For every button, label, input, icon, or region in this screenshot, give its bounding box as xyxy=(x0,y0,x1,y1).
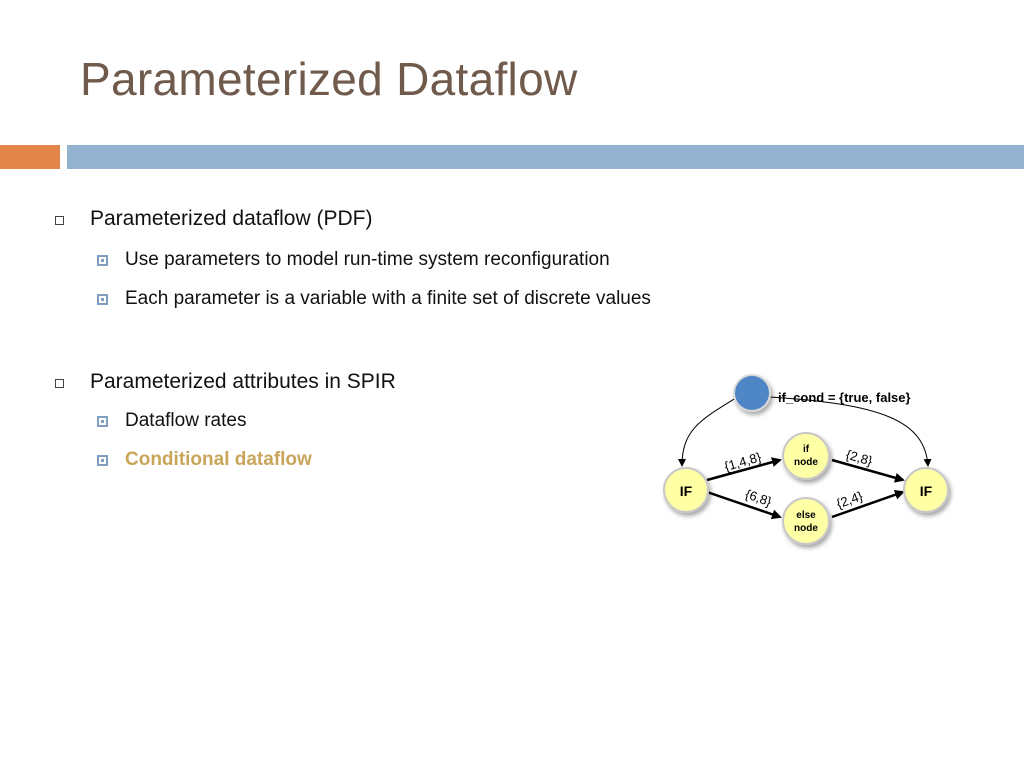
if-right-node xyxy=(903,467,949,513)
sub-bullet-text-highlight: Conditional dataflow xyxy=(125,449,312,470)
sub-bullet-marker xyxy=(97,255,108,266)
param-edge-right xyxy=(769,396,932,467)
rate-if-out: {2,8} xyxy=(844,447,874,469)
if-node xyxy=(782,432,830,480)
else-node xyxy=(782,497,830,545)
param-label: if_cond = {true, false} xyxy=(778,390,911,405)
sub-bullet-marker xyxy=(97,455,108,466)
edge-if-in xyxy=(706,457,782,482)
sub-bullet-text: Use parameters to model run-time system … xyxy=(125,249,610,270)
edge-else-in xyxy=(706,490,782,520)
if-node-label-line2: node xyxy=(794,457,818,468)
sub-bullet-text: Each parameter is a variable with a fini… xyxy=(125,288,651,309)
if-right-label: IF xyxy=(920,483,933,499)
bullet-text: Parameterized dataflow (PDF) xyxy=(90,207,373,230)
param-edge-left xyxy=(678,397,737,467)
accent-bar-blue xyxy=(67,145,1024,169)
edge-if-out xyxy=(831,458,905,483)
bullet-marker xyxy=(55,379,64,388)
sub-bullet-marker xyxy=(97,294,108,305)
accent-bar-orange xyxy=(0,145,60,169)
if-node-label-line1: if xyxy=(803,444,810,455)
if-left-label: IF xyxy=(680,483,693,499)
else-node-label-line2: node xyxy=(794,523,818,534)
if-left-node xyxy=(663,467,709,513)
sub-bullet-marker xyxy=(97,416,108,427)
param-node xyxy=(733,374,771,412)
bullet-marker xyxy=(55,216,64,225)
edge-else-out xyxy=(831,489,905,519)
sub-bullet-text: Dataflow rates xyxy=(125,410,247,431)
bullet-text: Parameterized attributes in SPIR xyxy=(90,370,396,393)
slide-title: Parameterized Dataflow xyxy=(80,53,578,105)
else-node-label-line1: else xyxy=(796,510,816,521)
